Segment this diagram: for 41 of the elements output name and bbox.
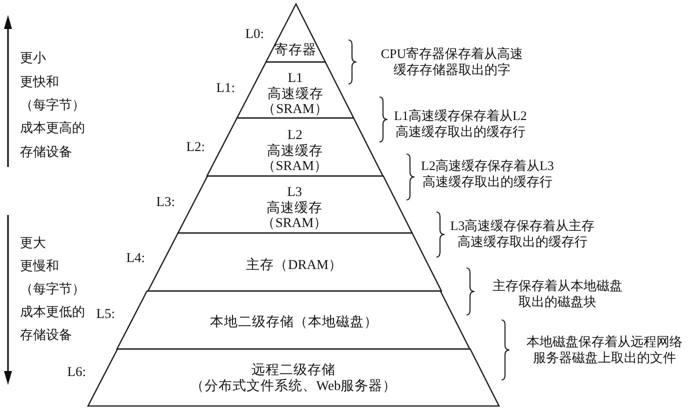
bracket-note: 本地磁盘保存着从远程网络服务器磁盘上取出的文件 [526, 334, 684, 366]
level-label: L3: [156, 194, 175, 210]
tier-label: 远程二级存储 [252, 362, 336, 378]
bracket-note: L2高速缓存保存着从L3高速缓存取出的缓存行 [420, 158, 555, 190]
tier-label: 高速缓存（SRAM） [262, 86, 330, 116]
bracket-note: L1高速缓存保存着从L2高速缓存取出的缓存行 [393, 108, 528, 140]
tier-label: L3 [287, 184, 302, 200]
direction-note: 成本更高的 [20, 120, 85, 136]
direction-note: 更慢和 [20, 258, 59, 274]
direction-note: 更小 [20, 50, 46, 66]
level-label: L1: [216, 80, 235, 96]
pyramid-tier [148, 233, 441, 291]
tier-label: （分布式文件系统、Web服务器） [190, 378, 397, 393]
direction-note: 成本更低的 [20, 304, 85, 320]
pyramid-tier [117, 291, 470, 349]
tier-label: L1 [288, 70, 303, 86]
tier-label: 高速缓存（SRAM） [260, 200, 328, 230]
level-label: L0: [245, 26, 264, 42]
pyramid-tier [207, 118, 383, 176]
tier-label: 高速缓存（SRAM） [261, 142, 329, 174]
tier-label: 主存（DRAM） [246, 257, 342, 272]
level-label: L6: [67, 364, 86, 380]
pyramid-tier [237, 62, 354, 118]
pyramid-tier [266, 4, 326, 62]
bracket-note: CPU寄存器保存着从高速缓存存储器取出的字 [380, 46, 524, 78]
level-label: L4: [126, 250, 145, 266]
direction-note: 存储设备 [20, 327, 72, 343]
tier-label: 本地二级存储（本地磁盘） [210, 314, 378, 330]
direction-note: （每字节） [20, 281, 85, 297]
direction-note: （每字节） [20, 97, 85, 113]
direction-note: 更大 [20, 235, 46, 251]
pyramid-tier [178, 176, 412, 233]
tier-label: L2 [287, 127, 302, 142]
direction-note: 存储设备 [20, 144, 72, 160]
tier-label: 寄存器 [274, 42, 317, 58]
pyramid-tier [88, 349, 499, 406]
bracket-note: L3高速缓存保存着从主存高速缓存取出的缓存行 [449, 218, 596, 250]
level-label: L5: [96, 306, 115, 322]
direction-note: 更快和 [20, 74, 59, 90]
bracket-note: 主存保存着从本地磁盘取出的磁盘块 [492, 278, 624, 310]
level-label: L2: [186, 139, 205, 155]
